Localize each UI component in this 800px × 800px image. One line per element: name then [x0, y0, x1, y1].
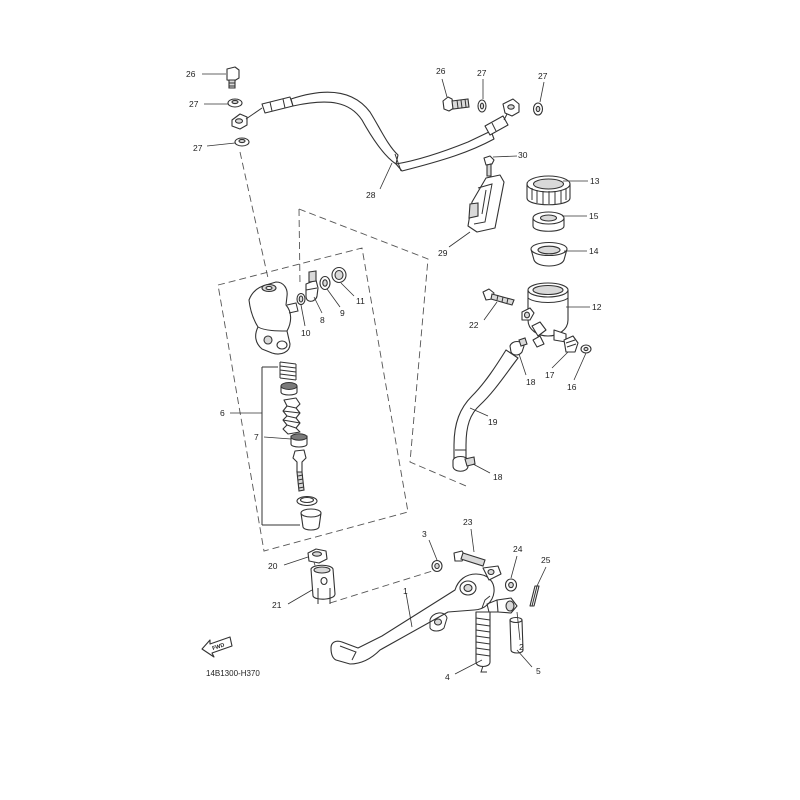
- brake-hose-28: [245, 91, 520, 172]
- right-banjo-bolt-26: [442, 96, 470, 112]
- oring-9: [319, 275, 331, 291]
- hose-clip-18-upper: [509, 337, 528, 356]
- leader-lines: [202, 73, 590, 675]
- bolt-23: [453, 550, 486, 567]
- reservoir-cap-13: [526, 175, 571, 206]
- spring-upper: [279, 361, 297, 381]
- callout-28: 28: [366, 190, 376, 200]
- callout-27-right-b: 27: [538, 71, 548, 81]
- callout-7: 7: [254, 432, 259, 442]
- callout-27-left-lower: 27: [193, 143, 203, 153]
- reservoir-body-12: [521, 282, 569, 348]
- callout-11: 11: [356, 296, 365, 306]
- hose-guard-29: [467, 174, 505, 233]
- brake-pedal-1: [330, 565, 502, 665]
- hose-clip-18-lower: [452, 455, 476, 472]
- nut-20: [307, 548, 328, 564]
- callout-5: 5: [536, 666, 541, 676]
- callout-13: 13: [590, 176, 600, 186]
- left-washer-27-upper: [227, 98, 243, 108]
- callout-4: 4: [445, 672, 450, 682]
- callout-19: 19: [488, 417, 498, 427]
- callout-6: 6: [220, 408, 225, 418]
- callout-16: 16: [567, 382, 577, 392]
- callout-27-right-a: 27: [477, 68, 487, 78]
- banjo-fitting-left: [231, 113, 248, 130]
- spring-main: [282, 397, 301, 435]
- rod-end-21: [310, 564, 336, 604]
- callout-15: 15: [589, 211, 599, 221]
- callout-25: 25: [541, 555, 551, 565]
- washer-3: [431, 559, 443, 573]
- piston-rod: [292, 449, 307, 492]
- callout-10: 10: [301, 328, 311, 338]
- callout-18-upper: 18: [526, 377, 536, 387]
- pin-2: [486, 597, 518, 614]
- callout-20: 20: [268, 561, 278, 571]
- callout-3: 3: [422, 529, 427, 539]
- oring-10: [296, 292, 306, 306]
- callout-18-lower: 18: [493, 472, 503, 482]
- callout-labels: 26 27 27 26 27 27 30 13 28 15 14 29 11 9…: [186, 66, 602, 682]
- cup-upper: [280, 382, 298, 396]
- hose-joint-8: [305, 270, 319, 302]
- bolt-30: [483, 155, 495, 177]
- washer-24: [504, 578, 518, 592]
- cotter-pin-25: [529, 585, 540, 607]
- fwd-arrow-icon: FWD: [201, 636, 233, 658]
- diaphragm-14: [530, 241, 568, 267]
- fwd-label: FWD: [212, 642, 226, 652]
- callout-27-left-upper: 27: [189, 99, 199, 109]
- left-washer-27-lower: [234, 137, 250, 147]
- spring-bolt-5: [509, 616, 524, 654]
- callout-17: 17: [545, 370, 555, 380]
- plate-15: [532, 211, 565, 232]
- cup-7: [290, 433, 308, 448]
- callout-8: 8: [320, 315, 325, 325]
- callout-26-right: 26: [436, 66, 446, 76]
- cap-11: [331, 266, 347, 284]
- callout-29: 29: [438, 248, 448, 258]
- right-washer-27b: [532, 102, 544, 116]
- callout-21: 21: [272, 600, 282, 610]
- screw-22: [482, 288, 515, 306]
- callout-2: 2: [519, 642, 524, 652]
- reservoir-hose-19: [453, 349, 519, 459]
- callout-30: 30: [518, 150, 528, 160]
- piston-kit-6: [261, 366, 300, 526]
- return-spring-4: [475, 595, 491, 673]
- hose-joint-17: [563, 335, 579, 353]
- boot: [300, 508, 322, 531]
- callout-26-left: 26: [186, 69, 196, 79]
- callout-23: 23: [463, 517, 473, 527]
- diagram-code: 14B1300-H370: [206, 669, 260, 678]
- callout-1: 1: [403, 586, 408, 596]
- right-washer-27a: [477, 99, 487, 113]
- callout-9: 9: [340, 308, 345, 318]
- assembly-outlines: [217, 151, 467, 604]
- callout-22: 22: [469, 320, 479, 330]
- circlip-16: [580, 344, 592, 354]
- callout-12: 12: [592, 302, 602, 312]
- circlip: [296, 495, 318, 507]
- master-cylinder-body: [248, 281, 299, 355]
- callout-14: 14: [589, 246, 599, 256]
- left-banjo-bolt-26: [226, 66, 240, 89]
- callout-24: 24: [513, 544, 523, 554]
